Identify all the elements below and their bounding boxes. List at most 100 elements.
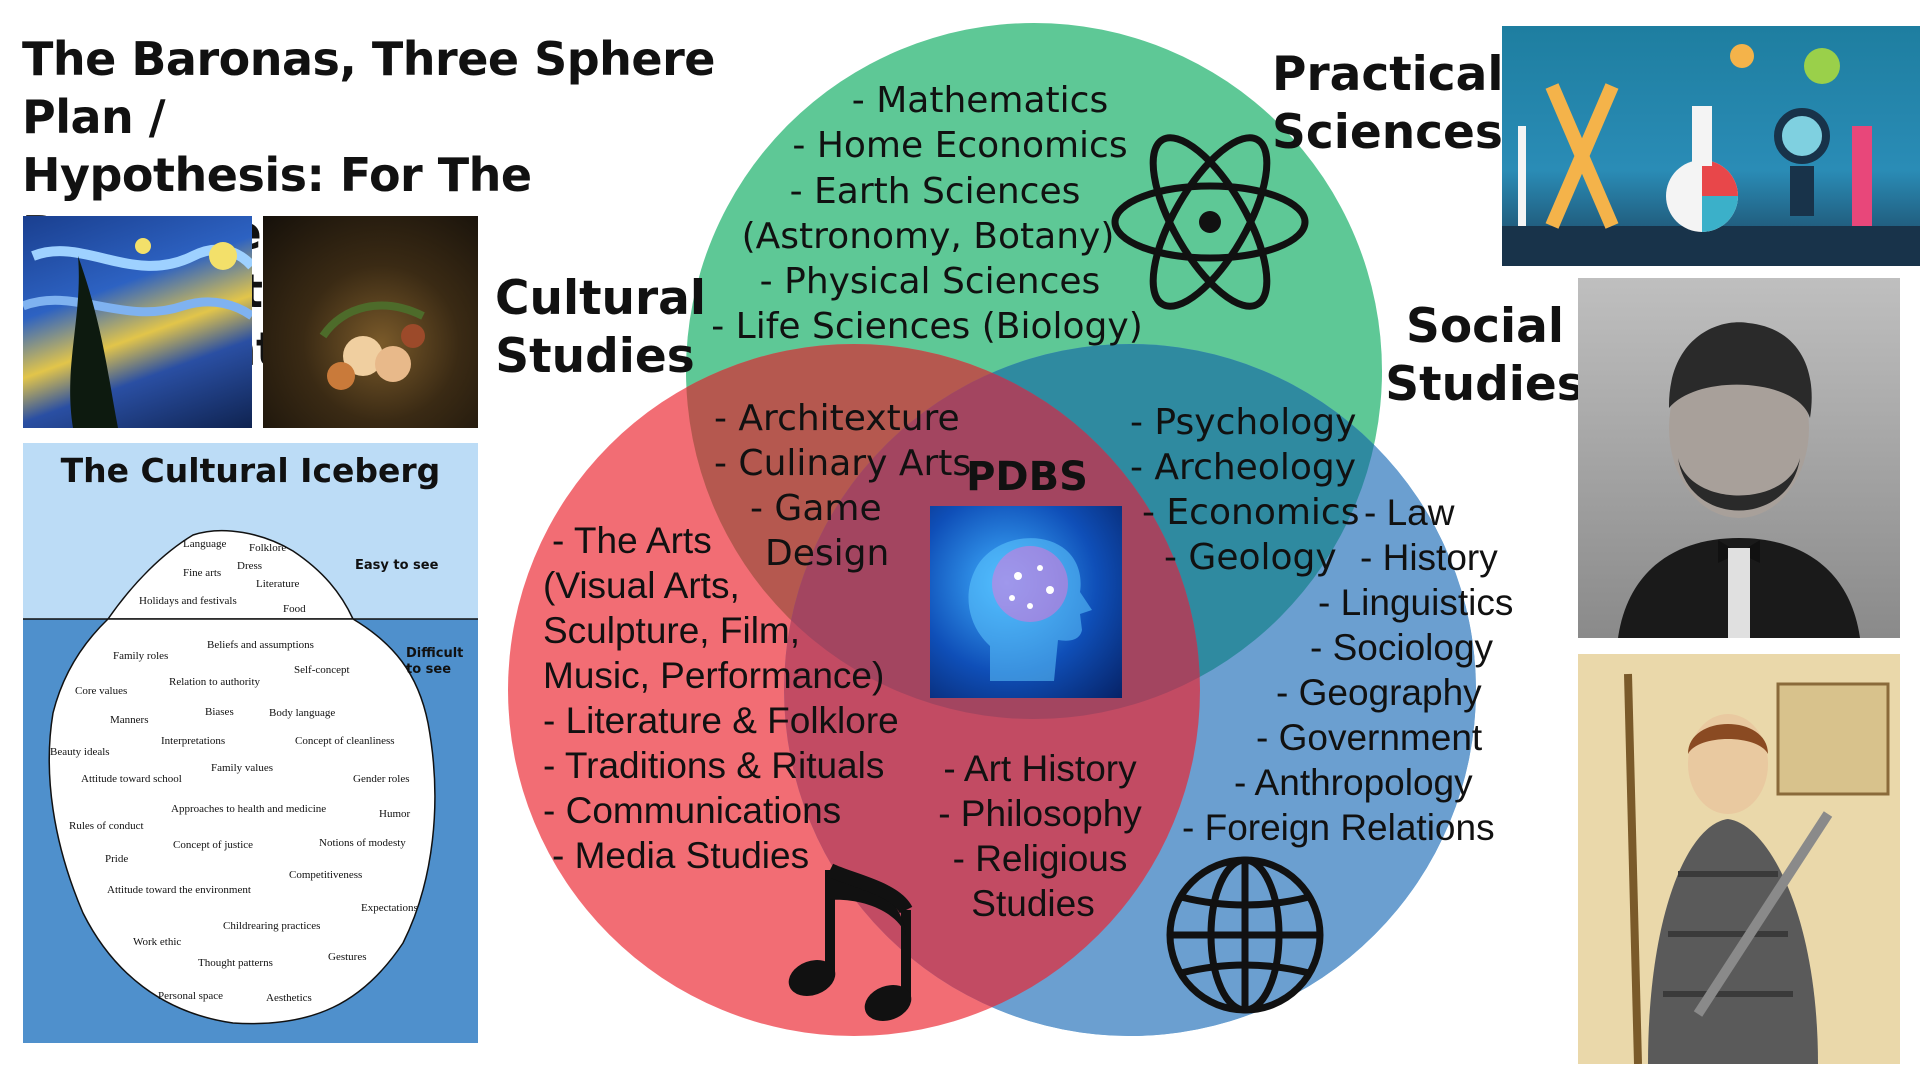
iceberg-item: Core values: [75, 685, 128, 697]
iceberg-item: Gestures: [328, 951, 367, 963]
cultural-practical-item: - Culinary Arts: [714, 443, 971, 484]
cultural-studies-label: Cultural Studies: [495, 270, 706, 386]
cultural-practical-item: - Architexture: [714, 398, 960, 439]
label-line: Social: [1406, 299, 1564, 354]
iceberg-item: Notions of modesty: [319, 837, 406, 849]
practical-item: - Life Sciences (Biology): [711, 306, 1143, 347]
painting-graphic: [319, 301, 425, 390]
iceberg-item: Humor: [379, 808, 411, 820]
globe-icon: [1166, 856, 1324, 1014]
difficult-to-see-label: Difficult to see: [406, 646, 463, 678]
social-item: - Anthropology: [1234, 762, 1473, 803]
portrait-graphic: [1618, 322, 1860, 638]
practical-item: - Earth Sciences: [790, 171, 1081, 212]
iceberg-item: Self-concept: [294, 664, 350, 676]
label-line: Studies: [495, 329, 695, 384]
iceberg-item: Competitiveness: [289, 869, 363, 881]
practical-item: - Mathematics: [852, 80, 1108, 121]
iceberg-item: Dress: [237, 560, 263, 572]
label-line: Difficult: [406, 646, 464, 661]
practical-social-item: - Archeology: [1130, 447, 1356, 488]
cultural-social-item: - Philosophy: [938, 793, 1142, 834]
iceberg-item: Pride: [105, 853, 129, 865]
social-item: - Law: [1364, 492, 1455, 533]
iceberg-item: Attitude toward school: [81, 773, 182, 785]
brain-head-icon: [968, 538, 1092, 681]
cultural-item: - Literature & Folklore: [543, 700, 899, 741]
iceberg-item: Gender roles: [353, 773, 410, 785]
iceberg-item: Family values: [211, 762, 274, 774]
social-item: - Geography: [1276, 672, 1482, 713]
iceberg-item: Family roles: [113, 650, 169, 662]
iceberg-item: Fine arts: [183, 567, 222, 579]
cultural-item: - Media Studies: [552, 835, 809, 876]
practical-item: - Physical Sciences: [760, 261, 1101, 302]
title-line: The Baronas, Three Sphere Plan /: [22, 32, 716, 144]
iceberg-item: Holidays and festivals: [139, 595, 237, 607]
iceberg-item: Attitude toward the environment: [107, 884, 251, 896]
iceberg-title: The Cultural Iceberg: [60, 451, 441, 490]
iceberg-item: Beauty ideals: [50, 746, 110, 758]
painting-graphic: [23, 238, 252, 428]
iceberg-item: Beliefs and assumptions: [207, 639, 314, 651]
science-illustration: [1502, 26, 1920, 266]
iceberg-item: Childrearing practices: [223, 920, 321, 932]
iceberg-item: Work ethic: [133, 936, 182, 948]
brain-head-image: [930, 506, 1122, 698]
practical-social-item: - Psychology: [1130, 402, 1356, 443]
iceberg-item: Body language: [269, 707, 336, 719]
iceberg-item: Personal space: [158, 990, 224, 1002]
social-item: - Linguistics: [1318, 582, 1513, 623]
cultural-item: (Visual Arts,: [543, 565, 740, 606]
iceberg-item: Concept of cleanliness: [295, 735, 395, 747]
social-item: - Sociology: [1310, 627, 1494, 668]
iceberg-item: Concept of justice: [173, 839, 254, 851]
abraham-lincoln-portrait: [1578, 278, 1900, 638]
iceberg-item: Expectations: [361, 902, 418, 914]
starry-night-painting: [23, 216, 252, 428]
iceberg-graphic: [23, 529, 478, 1043]
still-life-painting: [263, 216, 478, 428]
iceberg-item: Thought patterns: [198, 957, 273, 969]
cultural-item: - Traditions & Rituals: [543, 745, 884, 786]
social-studies-label: Social Studies: [1385, 298, 1585, 414]
iceberg-item: Food: [283, 603, 306, 615]
iceberg-item: Approaches to health and medicine: [171, 803, 327, 815]
practical-item: - Home Economics: [792, 125, 1127, 166]
label-line: Studies: [1385, 357, 1585, 412]
iceberg-item: Language: [183, 538, 227, 550]
cultural-item: Sculpture, Film,: [543, 610, 800, 651]
painting-graphic: [1578, 654, 1900, 1064]
iceberg-item: Literature: [256, 578, 300, 590]
social-item: - Government: [1256, 717, 1483, 758]
label-line: Cultural: [495, 271, 706, 326]
iceberg-item: Rules of conduct: [69, 820, 144, 832]
cultural-item: - Communications: [543, 790, 841, 831]
iceberg-item: Biases: [205, 706, 234, 718]
cultural-social-item: Studies: [971, 883, 1094, 924]
easy-to-see-label: Easy to see: [355, 558, 439, 573]
music-note-icon: [788, 863, 913, 1021]
iceberg-item: Manners: [110, 714, 149, 726]
social-item: - History: [1360, 537, 1498, 578]
iceberg-item: Folklore: [249, 542, 287, 554]
cultural-item: Music, Performance): [543, 655, 884, 696]
label-line: Practical: [1272, 47, 1504, 102]
cultural-item: - The Arts: [552, 520, 712, 561]
social-item: - Foreign Relations: [1182, 807, 1495, 848]
cultural-social-item: - Religious: [953, 838, 1128, 879]
cultural-social-item: - Art History: [943, 748, 1137, 789]
practical-item: (Astronomy, Botany): [742, 216, 1115, 257]
cultural-practical-item: Design: [765, 533, 889, 574]
science-graphic: [1502, 44, 1920, 266]
center-label: PDBS: [966, 454, 1088, 500]
label-line: to see: [406, 662, 452, 677]
practical-sciences-label: Practical Sciences: [1272, 46, 1504, 162]
cultural-iceberg-panel: The Cultural Iceberg Easy to see Difficu…: [23, 443, 478, 1043]
joan-of-arc-painting: [1578, 654, 1900, 1064]
iceberg-item: Relation to authority: [169, 676, 261, 688]
label-line: Sciences: [1272, 105, 1503, 160]
practical-social-item: - Geology: [1164, 537, 1337, 578]
cultural-practical-item: - Game: [750, 488, 882, 529]
iceberg-item: Interpretations: [161, 735, 226, 747]
